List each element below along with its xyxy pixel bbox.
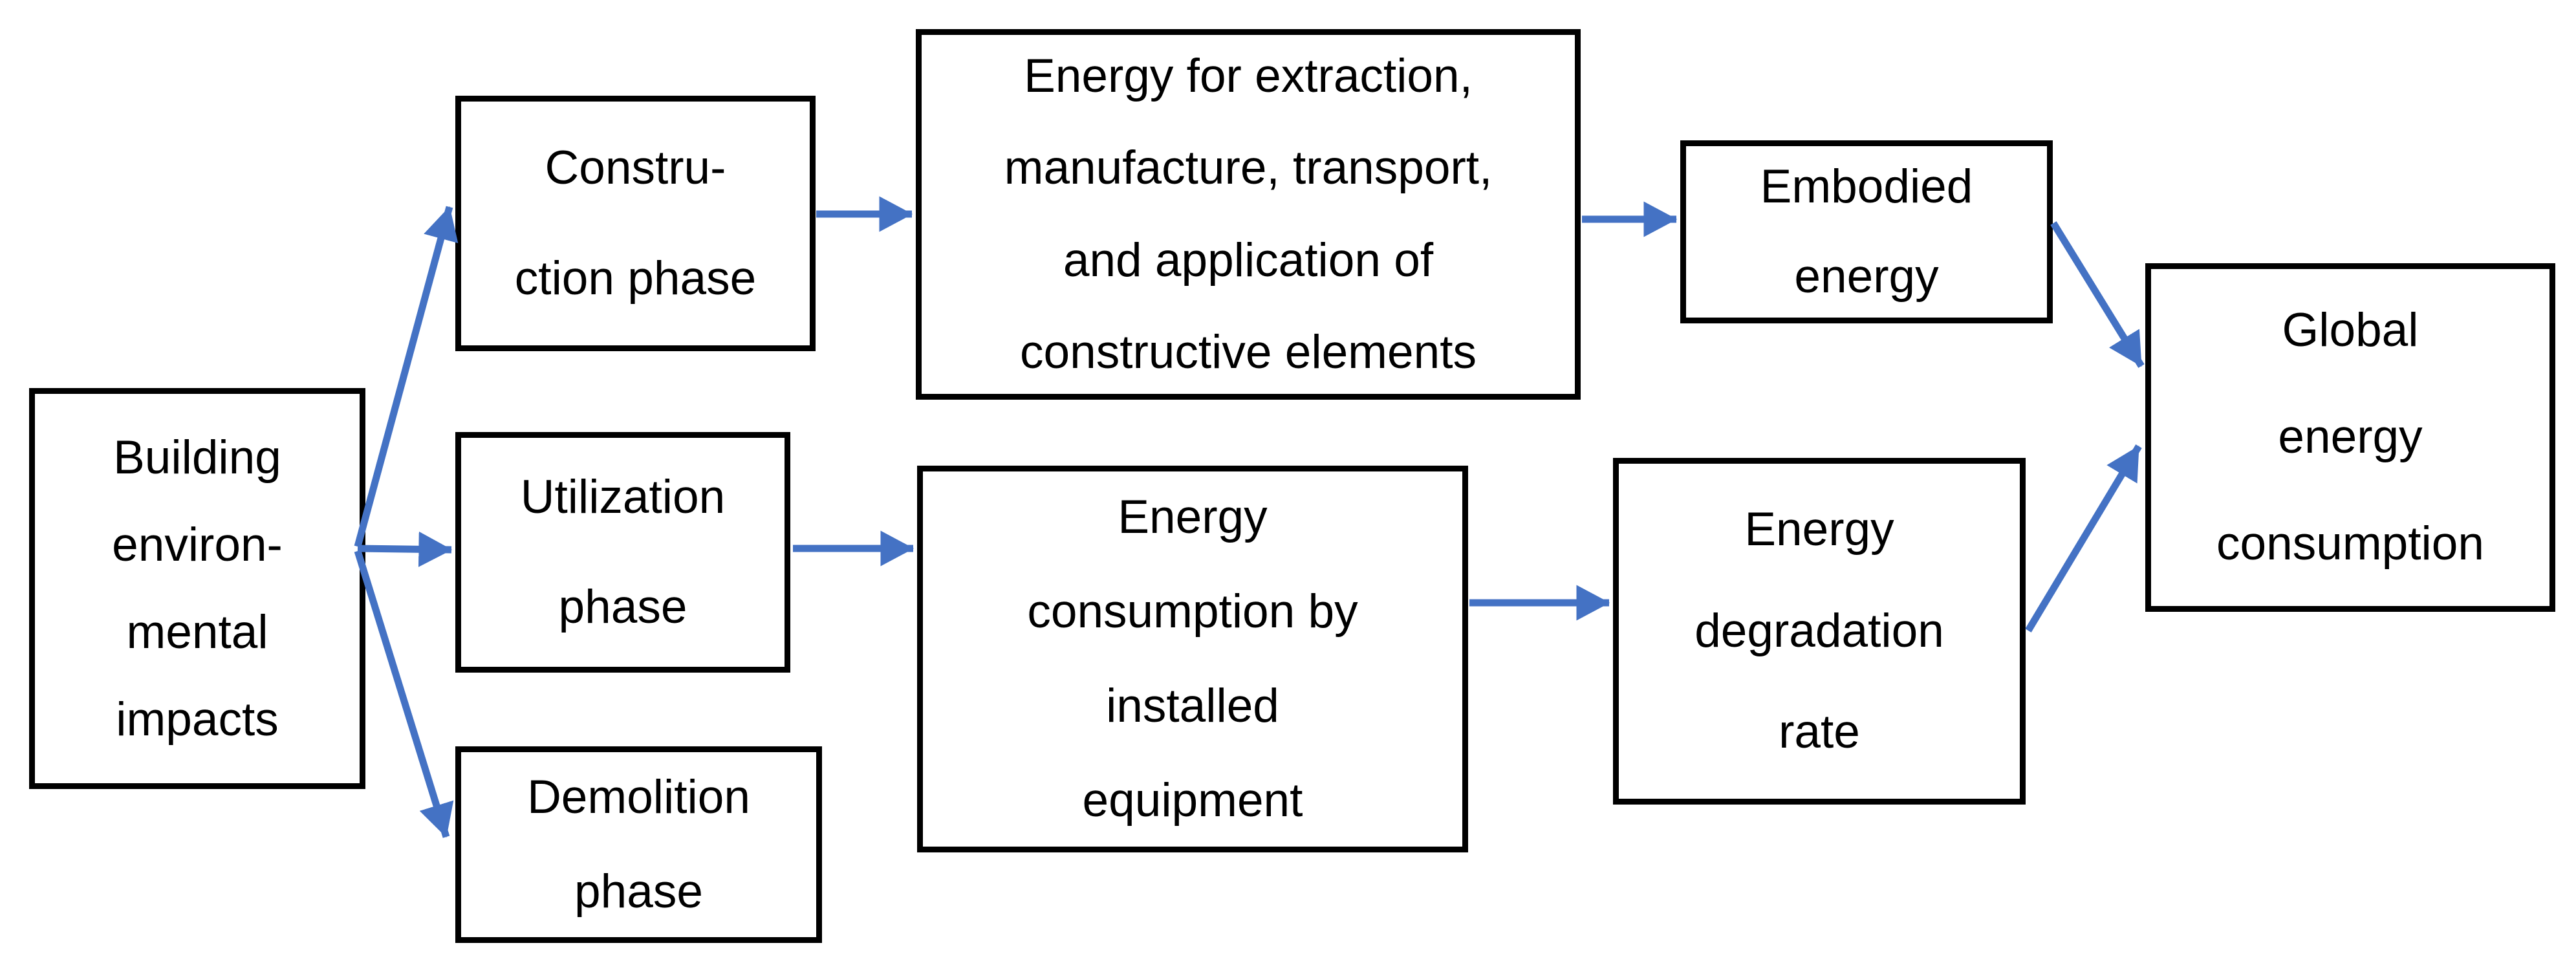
box-utilization-phase: Utilization phase <box>455 432 790 673</box>
box-energy-degradation-rate: Energy degradation rate <box>1613 458 2026 805</box>
box-energy-consumption-installed-equipment: Energy consumption by installed equipmen… <box>917 466 1468 852</box>
arrow-building-to-utilization <box>357 531 453 567</box>
arrow-building-to-construction <box>354 206 459 548</box>
box-global-energy-consumption: Global energy consumption <box>2145 263 2555 612</box>
box-demolition-phase: Demolition phase <box>455 746 822 943</box>
arrow-building-to-demolition <box>354 550 454 838</box>
box-energy-for-extraction: Energy for extraction, manufacture, tran… <box>916 29 1581 400</box>
box-building-environmental-impacts: Building environ- mental impacts <box>29 388 365 789</box>
arrow-embodied-to-global <box>2050 221 2145 368</box>
box-embodied-energy: Embodied energy <box>1680 140 2053 323</box>
arrow-degradation-to-global <box>2025 444 2142 633</box>
box-construction-phase: Constru- ction phase <box>455 96 816 351</box>
